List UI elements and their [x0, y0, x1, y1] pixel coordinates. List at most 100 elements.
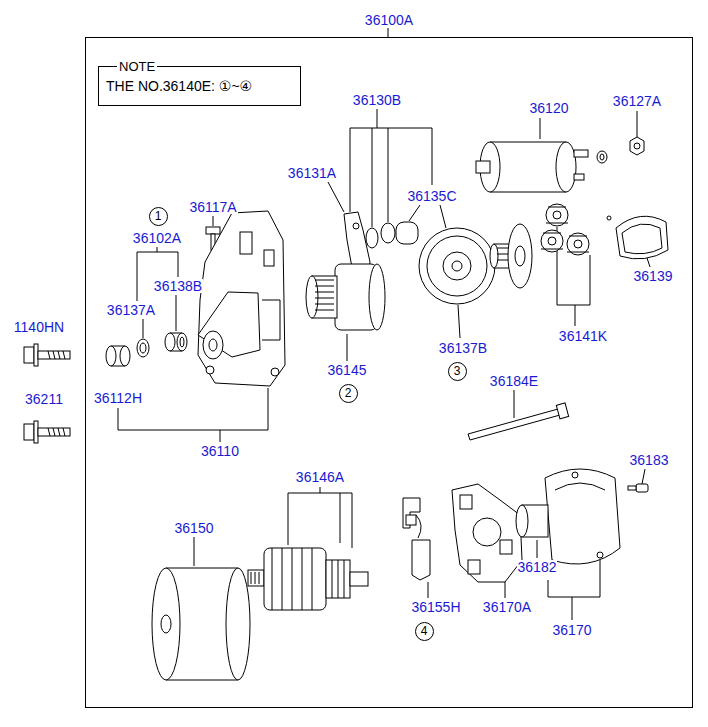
part-number: 36145 [327, 363, 368, 377]
pinion-drive [315, 280, 334, 310]
leader-line [409, 205, 420, 221]
leader-line [176, 295, 177, 331]
flange-bolt [48, 351, 65, 359]
part-number: 36110 [200, 444, 240, 458]
leader-line [268, 388, 269, 430]
yoke [152, 568, 180, 680]
bushing [140, 343, 146, 353]
bushing [120, 346, 130, 366]
packing-ring [622, 224, 662, 254]
bushing [106, 346, 116, 366]
leader-line [220, 430, 221, 442]
flange-bolt [24, 344, 70, 443]
yoke [226, 568, 250, 680]
solenoid [556, 142, 576, 192]
armature [251, 572, 259, 584]
part-number: 36139 [633, 269, 674, 283]
screw [636, 484, 648, 492]
solenoid [476, 137, 644, 192]
leader-line [377, 109, 378, 128]
planet-gear [490, 244, 498, 268]
leader-line [340, 493, 341, 543]
part-number: 36117A [188, 200, 237, 214]
leader-line [572, 597, 573, 620]
part-number: 36141K [558, 329, 608, 343]
shift-lever [366, 228, 378, 248]
assembly-number: 36100A [364, 13, 414, 27]
part-number: 36170 [552, 623, 593, 637]
part-number: 36211 [24, 392, 64, 406]
leader-line [352, 493, 353, 548]
callout-number: 4 [421, 625, 428, 637]
leader-line [548, 580, 549, 597]
front-housing [240, 232, 252, 254]
brush-holder [500, 540, 512, 554]
armature [332, 560, 344, 598]
leader-line [118, 28, 650, 620]
callout-circle: 3 [448, 362, 467, 381]
planet-gear [490, 204, 589, 288]
leader-line [143, 319, 144, 338]
part-number: 36146A [295, 470, 345, 484]
front-housing [271, 368, 279, 376]
part-number: 36135C [406, 189, 457, 203]
shift-lever [353, 223, 359, 229]
internal-gear [427, 236, 487, 296]
armature [350, 572, 368, 586]
part-number: 36138B [153, 279, 203, 293]
brush [416, 515, 421, 538]
planet-gear [515, 246, 525, 266]
solenoid [597, 151, 607, 163]
bushing [137, 339, 149, 357]
callout-number: 2 [345, 387, 352, 399]
flange-bolt [38, 428, 70, 436]
shift-lever [396, 222, 418, 244]
leader-line [505, 582, 506, 598]
screw [628, 486, 636, 490]
solenoid [634, 143, 640, 149]
leader-line [428, 582, 429, 598]
leader-line [320, 487, 321, 493]
leader-line [288, 493, 289, 545]
internal-gear [419, 228, 495, 304]
leader-line [157, 247, 158, 252]
brush-holder [452, 484, 522, 582]
armature [248, 548, 368, 610]
leader-line [537, 540, 538, 558]
leader-line [600, 560, 601, 597]
internal-gear [419, 228, 495, 304]
planet-gear [574, 240, 582, 248]
part-number: 36137B [438, 341, 488, 355]
pinion-drive [306, 276, 318, 318]
part-number: 36182 [517, 560, 558, 574]
callout-circle: 1 [149, 207, 168, 226]
front-housing [198, 211, 285, 386]
leader-line [137, 252, 138, 301]
callout-number: 1 [155, 210, 162, 222]
solenoid [574, 174, 584, 180]
leader-line [590, 255, 591, 305]
part-number: 36102A [132, 231, 182, 245]
part-number: 36183 [629, 453, 670, 467]
leader-line [328, 182, 344, 212]
front-housing [203, 331, 223, 359]
brush-holder [452, 484, 522, 582]
part-number: 36184E [489, 374, 539, 388]
rear-cover [516, 469, 620, 564]
leader-line [350, 128, 351, 212]
pinion-drive [306, 264, 385, 330]
leader-line [194, 537, 195, 566]
yoke [152, 568, 250, 680]
part-number: 36155H [410, 600, 461, 614]
solenoid [630, 137, 644, 155]
front-housing [262, 300, 280, 340]
part-number: 36131A [287, 166, 337, 180]
part-number: 36127A [612, 94, 662, 108]
flange-bolt [24, 347, 34, 363]
solenoid [574, 150, 588, 157]
leader-line [642, 469, 645, 484]
bushing [177, 333, 187, 351]
flange-bolt [34, 421, 38, 443]
through-bolt [468, 403, 569, 440]
